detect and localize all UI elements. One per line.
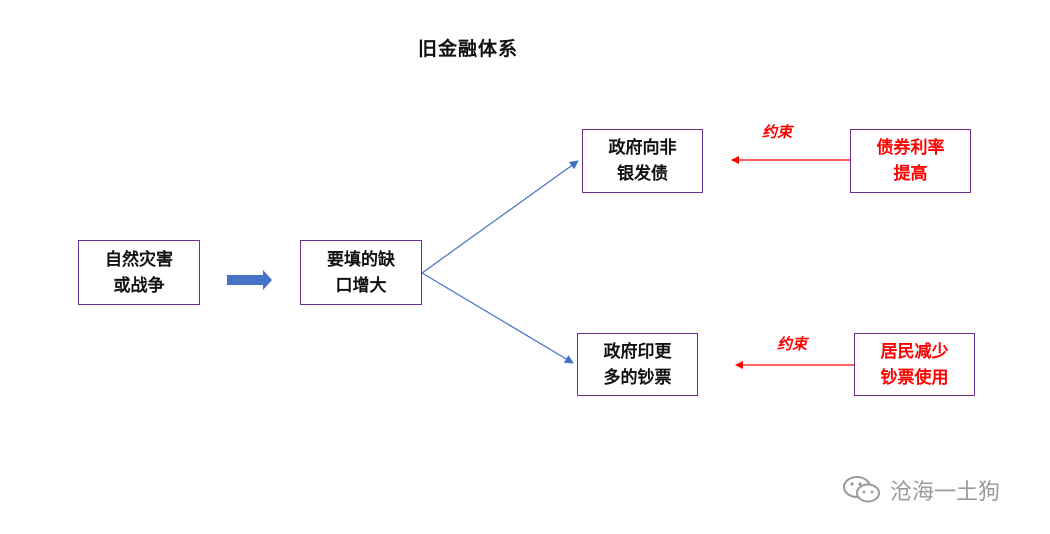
node-bonds-line1: 政府向非 [608,138,677,158]
node-disaster: 自然灾害 或战争 [78,240,200,305]
node-print-line1: 政府印更 [603,341,672,362]
node-cash: 居民减少 钞票使用 [854,333,975,396]
wechat-icon [843,476,880,503]
node-print: 政府印更 多的钞票 [577,333,698,396]
node-gap: 要填的缺 口增大 [300,240,422,305]
constraint-label-upper: 约束 [762,123,793,141]
diagram-title: 旧金融体系 [418,38,519,60]
node-print-line2: 多的钞票 [603,367,672,388]
watermark: 沧海一土狗 [842,474,1000,506]
node-disaster-line2: 或战争 [113,275,165,296]
node-bonds-line2: 银发债 [617,164,668,184]
node-interest-line1: 债券利率 [876,138,945,158]
node-disaster-line1: 自然灾害 [105,249,173,270]
thick-arrow [227,270,272,290]
node-interest-line2: 提高 [893,164,928,184]
arrow-gap-to-bonds [421,160,579,274]
watermark-text: 沧海一土狗 [890,480,1001,505]
node-interest: 债券利率 提高 [850,129,971,193]
node-cash-line2: 钞票使用 [880,367,949,388]
node-bonds: 政府向非 银发债 [582,129,703,193]
node-gap-line1: 要填的缺 [327,249,395,270]
arrow-gap-to-print [421,272,574,364]
node-cash-line1: 居民减少 [880,341,949,362]
node-gap-line2: 口增大 [335,275,387,296]
constraint-label-lower: 约束 [777,335,808,353]
